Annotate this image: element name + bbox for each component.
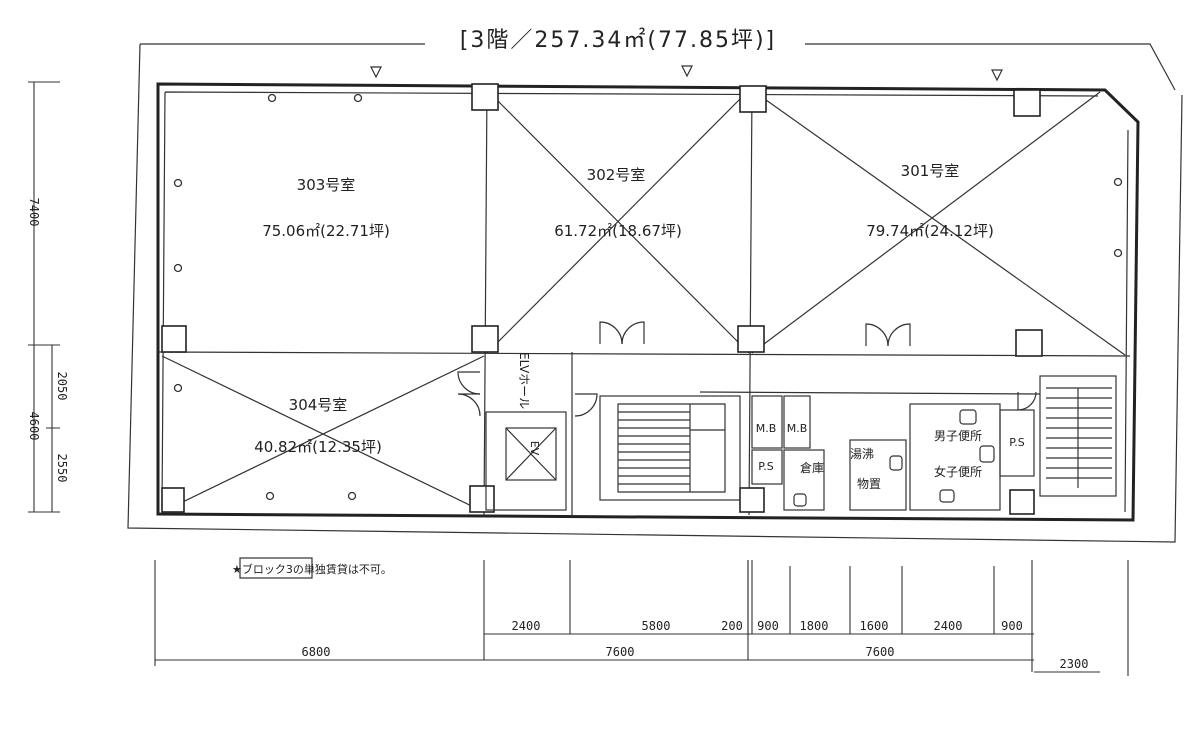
- room-labels: 303号室 75.06㎡(22.71坪) 302号室 61.72㎡(18.67坪…: [254, 162, 994, 456]
- room-area-302: 61.72㎡(18.67坪): [554, 222, 682, 240]
- floor-title: [3階／257.34㎡(77.85坪)]: [460, 27, 776, 53]
- dim-bottom-top-1: 5800: [642, 619, 671, 633]
- window-marker-icon: [991, 69, 1003, 82]
- dim-bottom-top-5: 1600: [860, 619, 889, 633]
- partitions: [157, 85, 1131, 516]
- column-icon: [739, 85, 767, 113]
- ev-car-icon: [505, 427, 557, 481]
- door-swing-icon: [457, 393, 481, 417]
- dim-left-2: 4600: [27, 412, 41, 441]
- dim-left-0: 7400: [27, 198, 41, 227]
- storage-label: 倉庫: [800, 460, 824, 475]
- room-name-302: 302号室: [587, 166, 646, 184]
- ps-label-1: P.S: [758, 460, 773, 473]
- wc-female-label: 女子便所: [934, 464, 982, 479]
- columns: [161, 83, 1043, 515]
- room-area-304: 40.82㎡(12.35坪): [254, 438, 382, 456]
- mb-label-1: M.B: [756, 422, 777, 435]
- ps-label-2: P.S: [1009, 436, 1024, 449]
- door-swing-icon: [599, 321, 623, 345]
- room-area-303: 75.06㎡(22.71坪): [262, 222, 390, 240]
- dim-bottom-top-7: 900: [1001, 619, 1023, 633]
- dim-bottom-1: 7600: [606, 645, 635, 659]
- column-icon: [737, 325, 765, 353]
- room-name-304: 304号室: [289, 396, 348, 414]
- stair-center: [599, 395, 741, 501]
- room-name-301: 301号室: [901, 162, 960, 180]
- stair-icon: [599, 395, 741, 501]
- bottom-dimensions: 2400 5800 200 900 1800 1600 2400 900 680…: [154, 560, 1129, 676]
- outlets: [173, 93, 1123, 501]
- column-icon: [739, 487, 765, 513]
- closet-label: 物置: [857, 477, 881, 491]
- window-markers: [370, 65, 1003, 82]
- elevator-core: EV ELVホール: [485, 352, 567, 511]
- column-icon: [471, 83, 499, 111]
- elv-hall-label: ELVホール: [517, 352, 531, 409]
- window-marker-icon: [370, 66, 382, 79]
- column-icon: [1015, 329, 1043, 357]
- column-icon: [161, 487, 185, 513]
- column-icon: [471, 325, 499, 353]
- wc-male-label: 男子便所: [934, 429, 982, 443]
- left-dimensions: 7400 2050 4600 2550: [27, 81, 69, 513]
- dim-bottom-top-6: 2400: [934, 619, 963, 633]
- door-swing-icon: [1017, 391, 1037, 411]
- note-text: ★ブロック3の単独賃貸は不可。: [232, 562, 392, 576]
- building-outline: [127, 43, 1183, 543]
- note: ★ブロック3の単独賃貸は不可。: [232, 557, 392, 579]
- dim-bottom-top-2: 200: [721, 619, 743, 633]
- dim-bottom-extra: 2300: [1060, 657, 1089, 671]
- pantry-label: 湯沸: [850, 447, 874, 461]
- dim-bottom-0: 6800: [302, 645, 331, 659]
- room-diagonals: [161, 89, 1126, 513]
- dim-left-1: 2050: [55, 372, 69, 401]
- stair-right: [1039, 375, 1117, 497]
- doors: [457, 321, 1037, 417]
- door-swing-icon: [621, 321, 645, 345]
- column-icon: [469, 485, 495, 513]
- room-area-301: 79.74㎡(24.12坪): [866, 222, 994, 240]
- ev-label: EV: [528, 441, 541, 456]
- dim-bottom-top-4: 1800: [800, 619, 829, 633]
- window-marker-icon: [681, 65, 693, 78]
- door-swing-icon: [865, 323, 889, 347]
- dim-bottom-top-0: 2400: [512, 619, 541, 633]
- column-icon: [161, 325, 187, 353]
- dim-bottom-2: 7600: [866, 645, 895, 659]
- door-swing-icon: [574, 393, 598, 417]
- room-name-303: 303号室: [297, 176, 356, 194]
- column-icon: [1009, 489, 1035, 515]
- stair-icon: [1039, 375, 1117, 497]
- door-swing-icon: [457, 371, 481, 395]
- dim-left-3: 2550: [55, 454, 69, 483]
- mb-label-2: M.B: [787, 422, 808, 435]
- door-swing-icon: [887, 323, 911, 347]
- service-rooms: M.B M.B P.S P.S 倉庫 湯沸 物置 男子便所 女子便所: [751, 395, 1035, 511]
- column-icon: [1013, 89, 1041, 117]
- dim-bottom-top-3: 900: [757, 619, 779, 633]
